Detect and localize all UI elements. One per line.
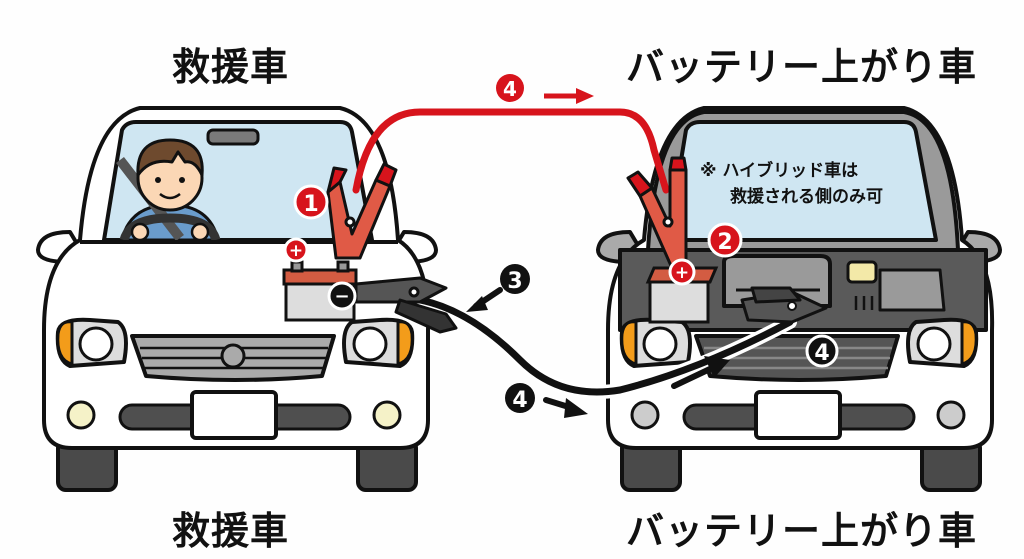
dead-battery-car-label-top: バッテリー上がり車 — [626, 45, 978, 89]
dead-battery-car-label-bottom: バッテリー上がり車 — [626, 509, 978, 553]
fog-light-left — [66, 400, 96, 430]
fog-light-left — [630, 400, 660, 430]
step-4-badge-black-right: 4 — [805, 334, 839, 368]
step-1-badge: 1 — [293, 184, 329, 220]
step-4-black-arrowhead-right — [704, 356, 730, 378]
plus-sign: + — [675, 263, 689, 283]
svg-text:4: 4 — [503, 77, 517, 101]
windshield — [666, 120, 938, 242]
step-4-badge-red: 4 — [496, 74, 524, 102]
license-plate — [190, 390, 278, 440]
step-4-badge-black-left: 4 — [505, 383, 535, 413]
plus-terminal-marker-dead-car: + — [668, 258, 696, 286]
driver — [116, 138, 221, 242]
hybrid-note-line-1: ※ ハイブリッド車は — [700, 161, 859, 181]
minus-sign: − — [334, 286, 349, 307]
step-4-red-arrowhead — [576, 88, 594, 104]
svg-text:3: 3 — [507, 269, 522, 294]
black-clamp-rescue — [354, 276, 458, 334]
svg-text:1: 1 — [303, 192, 318, 217]
rescue-car-label-top: 救援車 — [172, 45, 290, 89]
rescue-car-label-bottom: 救援車 — [172, 509, 290, 553]
red-jumper-cable — [352, 108, 670, 194]
plus-terminal-marker-rescue: + — [283, 237, 309, 263]
step-4-black-arrow-right — [671, 365, 715, 389]
red-clamp-dead-car — [626, 156, 688, 270]
license-plate — [754, 390, 842, 440]
minus-terminal-marker-rescue: − — [327, 281, 357, 311]
black-clamp-dead-car — [740, 286, 828, 324]
svg-text:4: 4 — [814, 341, 829, 366]
step-2-badge: 2 — [707, 222, 743, 258]
red-clamp-rescue — [326, 162, 398, 260]
step-4-black-arrowhead-left — [564, 398, 588, 418]
plus-sign: + — [289, 241, 303, 261]
engine-cover — [722, 254, 832, 308]
step-3-arrowhead — [466, 296, 488, 312]
svg-text:4: 4 — [512, 388, 527, 413]
hybrid-note: ※ ハイブリッド車は 救援される側のみ可 — [700, 158, 883, 210]
step-3-badge: 3 — [500, 264, 530, 294]
hybrid-note-line-2: 救援される側のみ可 — [730, 187, 883, 207]
svg-text:2: 2 — [717, 230, 732, 255]
fog-light-right — [936, 400, 966, 430]
reservoir-tank — [846, 260, 878, 284]
fog-light-right — [372, 400, 402, 430]
rearview-mirror — [206, 128, 260, 146]
